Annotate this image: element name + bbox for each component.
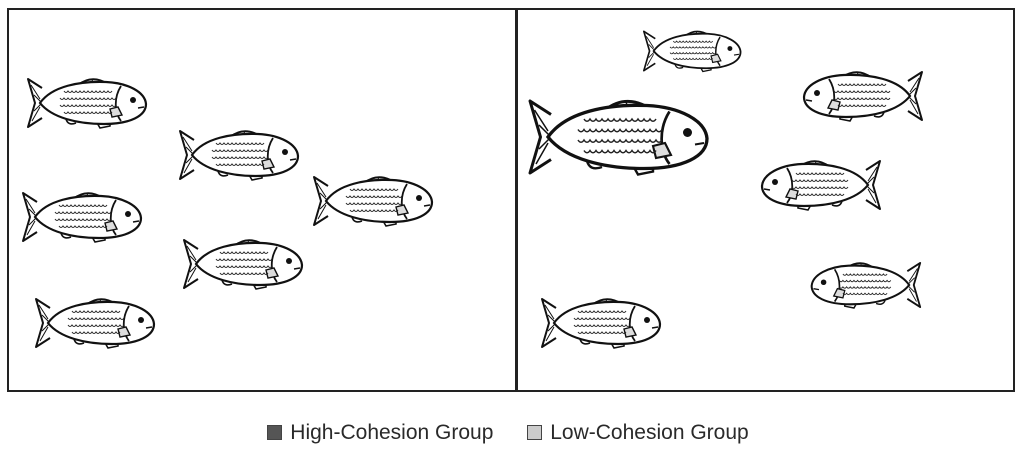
fish-illustration [812, 263, 921, 308]
fish-illustration [36, 299, 154, 348]
fish-illustration [804, 72, 922, 121]
fish-illustration [314, 177, 432, 226]
fish-illustration [542, 299, 660, 348]
low-cohesion-fish-group [530, 31, 922, 348]
high-cohesion-fish-group [23, 79, 432, 348]
fish-illustration [180, 131, 298, 180]
high-cohesion-swatch [267, 425, 282, 440]
legend-label-low-cohesion: Low-Cohesion Group [550, 421, 748, 444]
fish-illustration [762, 161, 880, 210]
fish-illustration [28, 79, 146, 128]
fish-illustration [23, 193, 141, 242]
fish-illustration [184, 240, 302, 289]
fish-illustration [644, 31, 741, 71]
legend-label-high-cohesion: High-Cohesion Group [290, 421, 493, 444]
legend-item-low-cohesion: Low-Cohesion Group [527, 421, 748, 445]
legend: High-Cohesion Group Low-Cohesion Group [0, 421, 1016, 445]
legend-item-high-cohesion: High-Cohesion Group [267, 421, 493, 445]
low-cohesion-swatch [527, 425, 542, 440]
fish-illustration [530, 101, 707, 175]
